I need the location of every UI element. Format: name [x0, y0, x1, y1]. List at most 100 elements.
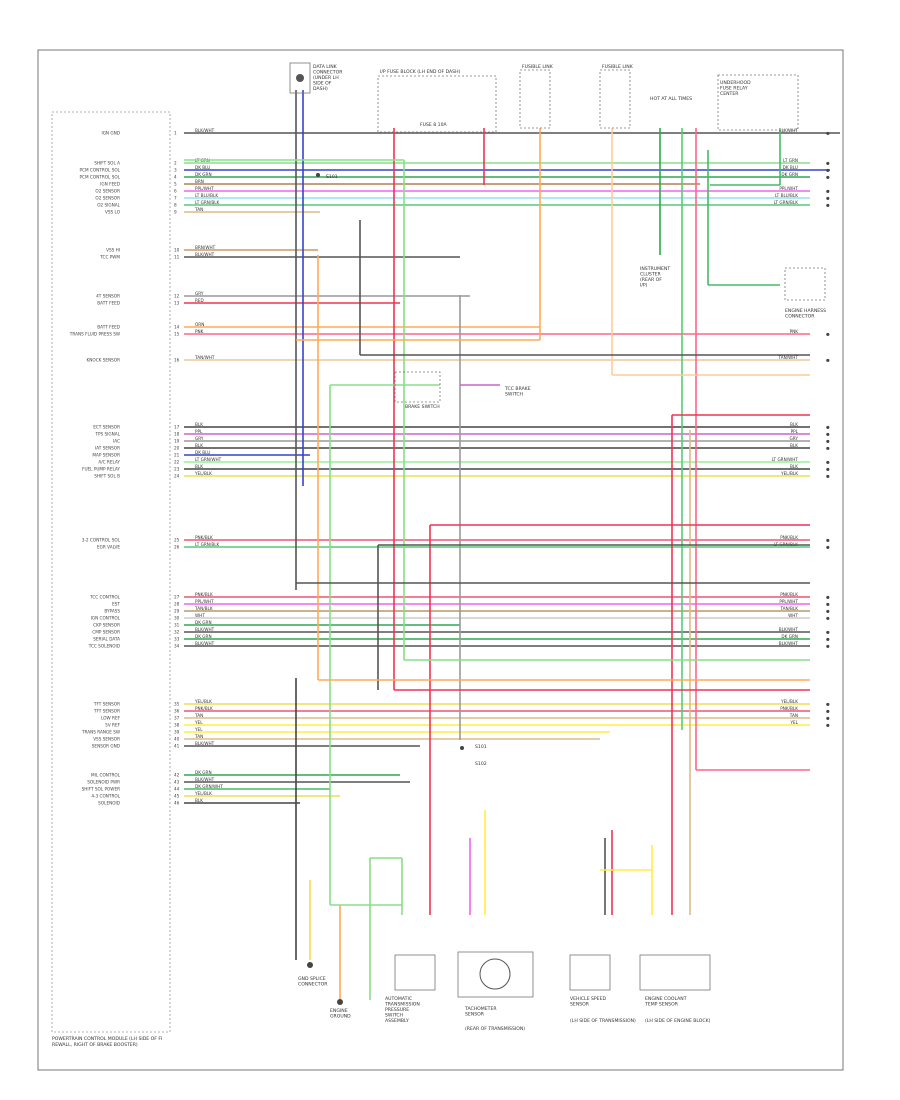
vss-label: VEHICLE SPEED [570, 996, 606, 1002]
pcm-pin-label: IGN CONTROL [91, 616, 121, 621]
pcm-pin-label: MIL CONTROL [91, 773, 121, 778]
pcm-pin-label: BATT FEED [97, 301, 120, 306]
pcm-pin-label: IGN GND [101, 131, 120, 136]
splice-2: S102 [475, 761, 487, 767]
wire-color-label: BLK [195, 443, 203, 448]
connector-dot: ● [826, 203, 830, 208]
pcm-pin-label: CKP SENSOR [93, 623, 120, 628]
wire-color-label-right: TAN/BLK [779, 606, 798, 611]
connector-dot: ● [826, 131, 830, 136]
engine-harness-box [784, 267, 826, 301]
pcm-pin-label: TFT SENSOR [93, 702, 120, 707]
wire-color-label: PNK/BLK [195, 535, 213, 540]
wire-color-label: LT BLU/BLK [195, 193, 218, 198]
connector-dot: ● [826, 609, 830, 614]
wire-color-label: PPL/WHT [195, 186, 214, 191]
wire-color-label: DK GRN [195, 770, 212, 775]
pcm-pin-label: SHIFT SOL A [94, 161, 120, 166]
wire-color-label-right: TAN/WHT [778, 355, 799, 360]
wire-color-label: BLK [195, 464, 203, 469]
wire-color-label: WHT [195, 613, 205, 618]
wire-color-label: BLK/WHT [195, 777, 215, 782]
wire-color-label-right: BLK [790, 464, 798, 469]
wire-color-label-right: YEL [789, 720, 798, 725]
vss-label: SENSOR [570, 1002, 590, 1008]
pcm-pin-label: SOLENOID PWR [87, 780, 120, 785]
wire-color-label: YEL/BLK [194, 791, 212, 796]
splice-dot [316, 173, 320, 177]
pcm-pin-number: 33 [174, 637, 180, 642]
pcm-pin-label: TCC SOLENOID [88, 644, 120, 649]
tach-sensor-box [457, 951, 534, 998]
connector-dot: ● [826, 723, 830, 728]
tcc-switch-label: TCC BRAKE [504, 386, 531, 392]
connector-dot: ● [826, 644, 830, 649]
trans-pressure-label: PRESSURE [385, 1007, 409, 1013]
pcm-pin-number: 38 [174, 723, 180, 728]
trans-pressure-label: AUTOMATIC [385, 996, 412, 1002]
ground-label-2: GROUND [330, 1014, 351, 1020]
pcm-pin-label: EST [112, 602, 120, 607]
pcm-pin-label: 3-2 CONTROL SOL [82, 538, 121, 543]
wire-color-label: PNK/BLK [195, 706, 213, 711]
wire-color-label: DK GRN [195, 172, 212, 177]
pcm-pin-label: TPS SIGNAL [94, 432, 120, 437]
fuse-block-label: I/P FUSE BLOCK (LH END OF DASH) [380, 69, 461, 75]
trans-pressure-box [394, 954, 436, 991]
pcm-pin-number: 29 [174, 609, 180, 614]
engine-harness-label: ENGINE HARNESS [785, 308, 826, 314]
wire-color-label: DK GRN/WHT [195, 784, 223, 789]
wire-color-label: LT GRN/BLK [195, 200, 220, 205]
wire-color-label: TAN [194, 713, 203, 718]
wire-color-label-right: BLK/WHT [779, 641, 799, 646]
pcm-pin-number: 31 [174, 623, 180, 628]
data-link-connector-label: CONNECTOR [313, 70, 343, 76]
pcm-pin-label: IGN FEED [100, 182, 120, 187]
wire-color-label-right: LT GRN [783, 158, 798, 163]
pcm-pin-number: 40 [174, 737, 180, 742]
pcm-pin-label: FUEL PUMP RELAY [82, 467, 120, 472]
wire-color-label: PNK/BLK [195, 592, 213, 597]
pcm-pin-label: BATT FEED [97, 325, 120, 330]
wire-color-label-right: PNK/BLK [780, 535, 798, 540]
pcm-pin-label: A/C RELAY [98, 460, 120, 465]
wire-color-label: TAN/BLK [194, 606, 213, 611]
pcm-pin-number: 22 [174, 460, 180, 465]
pcm-pin-number: 32 [174, 630, 180, 635]
coolant-sub: (LH SIDE OF ENGINE BLOCK) [645, 1018, 711, 1024]
pcm-pin-label: ECT SENSOR [93, 425, 120, 430]
wire-color-label-right: PPL/WHT [779, 186, 798, 191]
underhood-box [717, 74, 799, 131]
pcm-pin-number: 7 [174, 196, 177, 201]
pcm-pin-label: SOLENOID [98, 801, 120, 806]
wire-color-label: BLK/WHT [195, 252, 215, 257]
connector-dot: ● [826, 709, 830, 714]
data-link-connector-label: (UNDER LH [313, 75, 339, 81]
pcm-pin-label: EGR VALVE [97, 545, 120, 550]
data-link-connector-icon [296, 74, 304, 82]
pcm-pin-number: 18 [174, 432, 180, 437]
wire-color-label: BLK/WHT [195, 741, 215, 746]
connector-dot: ● [826, 545, 830, 550]
pcm-pin-label: SENSOR GND [92, 744, 120, 749]
wire-color-label: TAN [194, 207, 203, 212]
wire-color-label-right: YEL/BLK [780, 471, 798, 476]
wire-color-label-right: TAN [789, 713, 798, 718]
pcm-pin-number: 21 [174, 453, 180, 458]
wire-color-label: DK GRN [195, 620, 212, 625]
pcm-pin-label: TRANS RANGE SW [81, 730, 120, 735]
pcm-pin-number: 44 [174, 787, 180, 792]
tach-sensor-icon [479, 958, 511, 990]
connector-dot: ● [826, 716, 830, 721]
fusible-link-2-box [599, 69, 631, 129]
connector-dot: ● [826, 196, 830, 201]
pcm-pin-number: 25 [174, 538, 180, 543]
pcm-pin-number: 30 [174, 616, 180, 621]
connector-dot: ● [826, 168, 830, 173]
fusible-link-1-box [519, 69, 551, 129]
wire-color-label: PPL/WHT [195, 599, 214, 604]
pcm-pin-label: TRANS FLUID PRESS SW [69, 332, 120, 337]
pcm-pin-label: SHIFT SOL B [94, 474, 120, 479]
pcm-pin-label: TCC PWM [99, 255, 120, 260]
splice-top: S101 [326, 174, 338, 180]
